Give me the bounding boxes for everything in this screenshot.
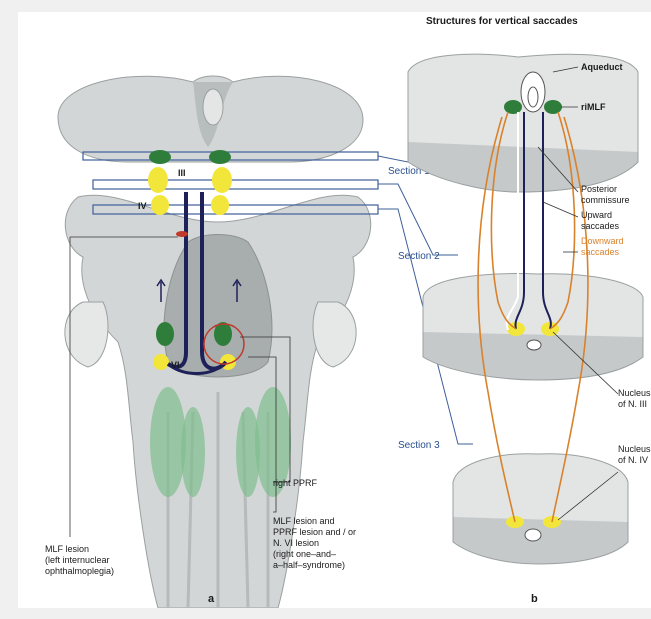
label-nucleus-iii: III [178, 168, 186, 178]
label-nucleus-iv: IV [138, 201, 147, 211]
label-nucleus-iii-b-2: of N. III [618, 399, 647, 409]
label-combined-lesion-4: (right one–and– [273, 549, 336, 559]
label-section-2: Section 2 [398, 251, 440, 262]
panel-label-a: a [208, 593, 215, 605]
label-upward-1: Upward [581, 210, 612, 220]
label-mlf-lesion-2: (left internuclear [45, 555, 110, 565]
label-upward-2: saccades [581, 221, 620, 231]
label-downward-1: Downward [581, 236, 624, 246]
figure-svg: III IV VI right PPRF MLF lesion and PPRF… [18, 12, 651, 608]
label-downward-2: saccades [581, 247, 620, 257]
label-aqueduct: Aqueduct [581, 62, 623, 72]
label-mlf-lesion-1: MLF lesion [45, 544, 89, 554]
label-section-3: Section 3 [398, 440, 440, 451]
figure: III IV VI right PPRF MLF lesion and PPRF… [18, 12, 651, 608]
label-combined-lesion-1: MLF lesion and [273, 516, 335, 526]
section-slab-2 [423, 274, 643, 380]
section-slab-3 [453, 454, 628, 564]
figure-title: Structures for vertical saccades [426, 16, 578, 27]
label-nucleus-vi: VI [171, 360, 180, 370]
label-nucleus-iv-b-1: Nucleus [618, 444, 651, 454]
label-posterior-1: Posterior [581, 184, 617, 194]
label-right-pprf: right PPRF [273, 478, 318, 488]
label-mlf-lesion-3: ophthalmoplegia) [45, 566, 114, 576]
label-posterior-2: commissure [581, 195, 630, 205]
label-nucleus-iii-b-1: Nucleus [618, 388, 651, 398]
label-combined-lesion-2: PPRF lesion and / or [273, 527, 356, 537]
label-combined-lesion-5: a–half–syndrome) [273, 560, 345, 570]
label-rimlf: riMLF [581, 102, 606, 112]
label-nucleus-iv-b-2: of N. IV [618, 455, 648, 465]
panel-label-b: b [531, 593, 538, 605]
label-combined-lesion-3: N. VI lesion [273, 538, 319, 548]
